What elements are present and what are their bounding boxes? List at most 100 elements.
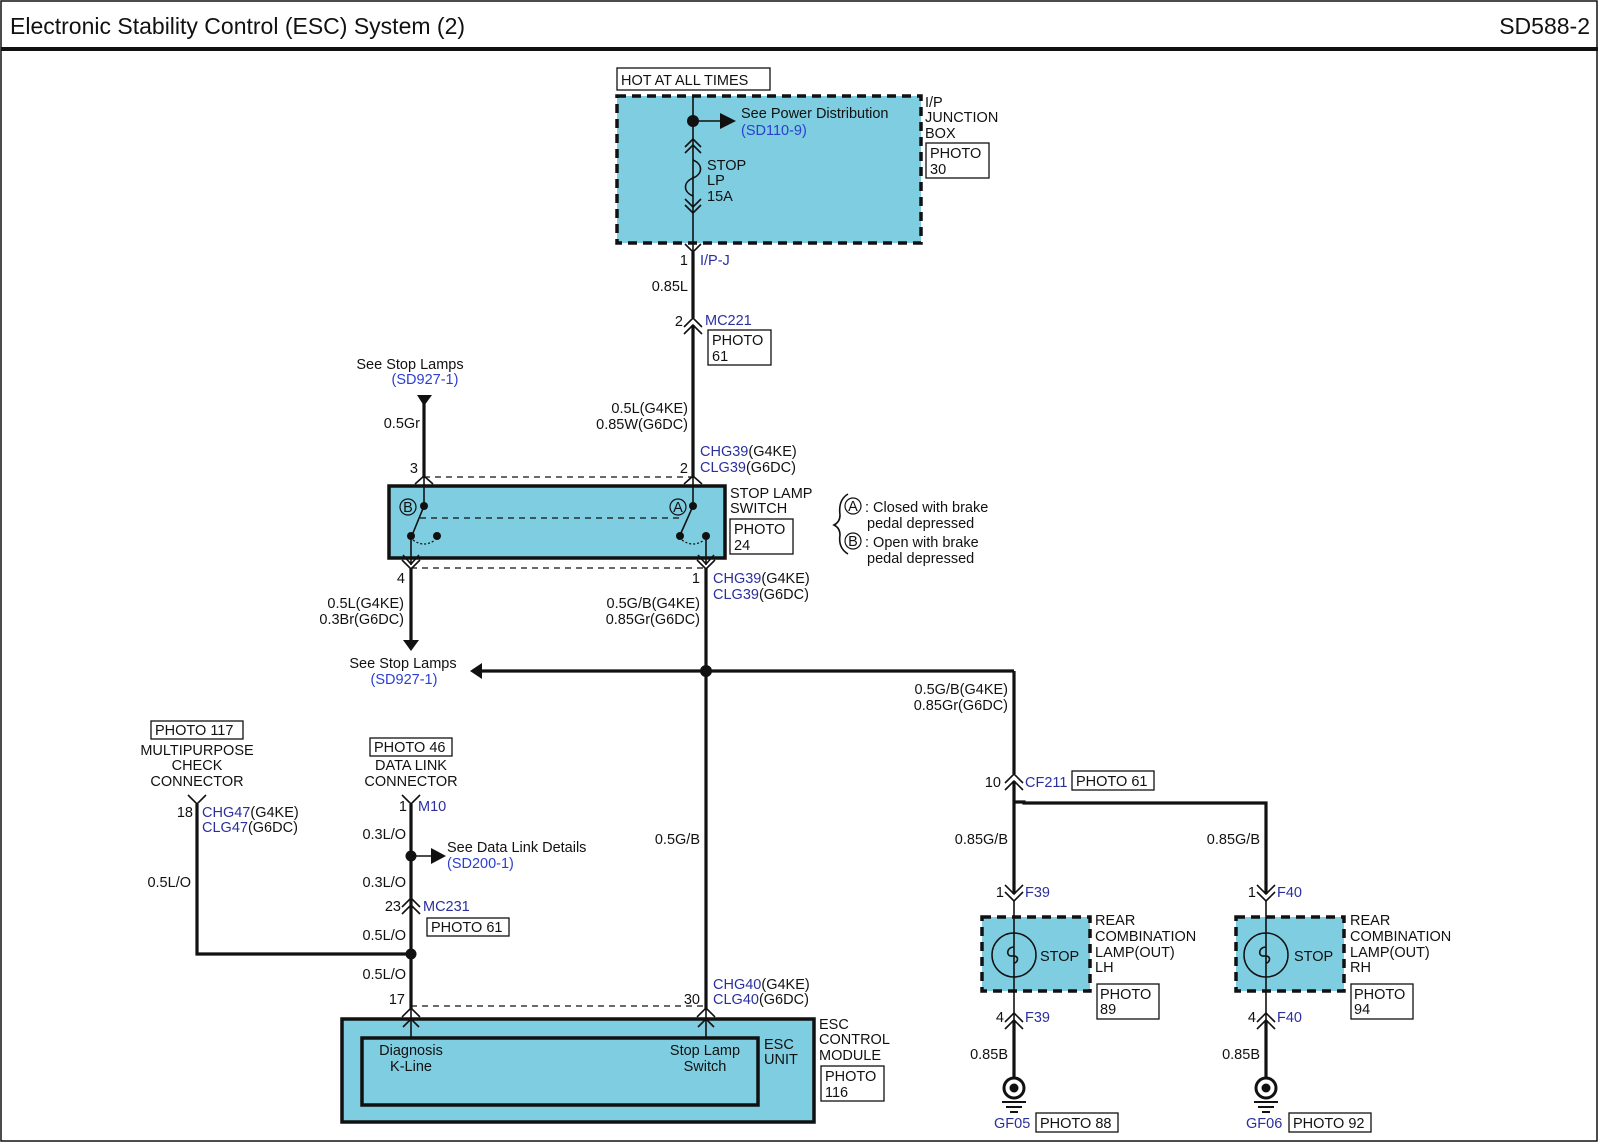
photo-label: PHOTO 61 — [431, 920, 502, 936]
photo-label: PHOTO — [930, 146, 981, 162]
component-name: REAR — [1350, 913, 1390, 929]
connector-mc231: MC231 — [423, 899, 470, 915]
connector-chevron-icon — [684, 198, 702, 215]
ip-junction-box: HOT AT ALL TIMES See Power Distribution … — [615, 67, 998, 255]
connector-chevron-icon — [187, 794, 207, 806]
ref-sd927-1-top[interactable]: (SD927-1) — [392, 372, 459, 388]
wire-label: 0.3L/O — [362, 875, 406, 891]
ref-sd200-1[interactable]: (SD200-1) — [447, 856, 514, 872]
photo-box — [707, 329, 772, 366]
wire-label: 0.85G/B — [1207, 832, 1260, 848]
component-name: LAMP(OUT) — [1095, 945, 1175, 961]
pin-number: 1 — [996, 885, 1004, 901]
page-code: SD588-2 — [1499, 13, 1590, 39]
fuse-label: STOP — [707, 158, 746, 174]
conn-clg47: CLG47(G6DC) — [202, 820, 298, 836]
svg-text:B: B — [848, 534, 858, 550]
photo-label: PHOTO 92 — [1293, 1116, 1364, 1132]
see-data-link-details: See Data Link Details — [447, 840, 586, 856]
connector-chevron-icon — [684, 137, 702, 154]
photo-box — [369, 737, 453, 757]
contact-b-icon — [399, 498, 417, 516]
hot-at-all-times-box — [616, 67, 771, 91]
component-name: COMBINATION — [1095, 929, 1196, 945]
ref-sd927-1-bottom[interactable]: (SD927-1) — [371, 672, 438, 688]
ground-icon — [1254, 1076, 1278, 1113]
contact-b-label: B — [403, 500, 413, 516]
legend-a-text: pedal depressed — [867, 516, 974, 532]
arrow-right-icon — [431, 848, 446, 864]
see-stop-lamps-top: See Stop Lamps — [356, 357, 463, 373]
contact-a-icon — [669, 498, 687, 516]
photo-box — [1096, 983, 1160, 1020]
photo-box — [1350, 983, 1414, 1020]
pin-function-label: Switch — [684, 1059, 727, 1075]
wire-label: 0.85Gr(G6DC) — [606, 612, 700, 628]
pin-number: 18 — [177, 805, 193, 821]
see-stop-lamps-bottom: See Stop Lamps — [349, 656, 456, 672]
pin-number: 4 — [397, 571, 405, 587]
component-name: ESC — [819, 1017, 849, 1033]
wire-label: 0.5L(G4KE) — [611, 401, 688, 417]
wire-label: 0.3Br(G6DC) — [319, 612, 404, 628]
ref-sd110-9[interactable]: (SD110-9) — [741, 123, 807, 139]
pin-number: 3 — [410, 461, 418, 477]
wire-label: 0.5Gr — [384, 416, 420, 432]
photo-number: 30 — [930, 162, 946, 178]
connector-f40: F40 — [1277, 1010, 1302, 1026]
component-name: I/P — [925, 95, 943, 111]
photo-label: PHOTO 46 — [374, 740, 445, 756]
ground-gf06: GF06 — [1246, 1116, 1282, 1132]
pin-number: 1 — [692, 571, 700, 587]
wire-label: 0.5G/B(G4KE) — [915, 682, 1008, 698]
lamp-label: STOP — [1040, 949, 1079, 965]
conn-chg47: CHG47(G4KE) — [202, 805, 299, 821]
photo-label: PHOTO — [1100, 987, 1151, 1003]
arrow-left-icon — [470, 663, 482, 679]
conn-clg39-bottom: CLG39(G6DC) — [713, 587, 809, 603]
wire-label: 0.5G/B — [655, 832, 700, 848]
connector-chevron-icon — [401, 896, 421, 915]
ground-gf05: GF05 — [994, 1116, 1030, 1132]
rear-combination-lamp-rh: 1 F40 STOP REAR COMBINATION LAMP(OUT) RH… — [1222, 884, 1451, 1133]
legend-b-text: pedal depressed — [867, 551, 974, 567]
svg-text:A: A — [848, 499, 858, 515]
page-title: Electronic Stability Control (ESC) Syste… — [10, 13, 465, 39]
pin-number: 4 — [996, 1010, 1004, 1026]
connector-f40: F40 — [1277, 885, 1302, 901]
component-name: LH — [1095, 960, 1114, 976]
wire-label: 0.85B — [1222, 1047, 1260, 1063]
unit-label: ESC — [764, 1037, 794, 1053]
esc-control-module: 17 30 CHG40(G4KE) CLG40(G6DC) Diagnosis … — [340, 977, 890, 1124]
photo-box — [925, 142, 990, 179]
pin-number: 2 — [675, 314, 683, 330]
photo-box — [729, 518, 794, 555]
fuse-icon — [684, 159, 702, 197]
component-name: BOX — [925, 126, 956, 142]
photo-label: PHOTO 61 — [1076, 774, 1147, 790]
wire-label: 0.5L(G4KE) — [327, 596, 404, 612]
lamp-bulb-icon — [1243, 932, 1289, 978]
photo-box — [426, 917, 510, 937]
fuse-rating: 15A — [707, 189, 733, 205]
pin-number: 2 — [680, 461, 688, 477]
photo-number: 94 — [1354, 1002, 1370, 1018]
pin-function-label: Stop Lamp — [670, 1043, 740, 1059]
photo-label: PHOTO — [712, 333, 763, 349]
photo-box — [1288, 1112, 1372, 1133]
legend-b-text: : Open with brake — [865, 535, 979, 551]
pin-number: 23 — [385, 899, 401, 915]
pin-number: 4 — [1248, 1010, 1256, 1026]
splice-dot — [700, 665, 712, 677]
connector-f39: F39 — [1025, 885, 1050, 901]
pin-number: 1 — [399, 799, 407, 815]
rear-combination-lamp-lh: 1 F39 STOP REAR COMBINATION LAMP(OUT) LH… — [970, 884, 1196, 1133]
wire-label: 0.85L — [652, 279, 688, 295]
arrow-right-icon — [720, 113, 736, 129]
connector-mc221: MC221 — [705, 313, 752, 329]
conn-clg39-top: CLG39(G6DC) — [700, 460, 796, 476]
hot-at-all-times-label: HOT AT ALL TIMES — [621, 73, 748, 89]
component-name: JUNCTION — [925, 110, 998, 126]
